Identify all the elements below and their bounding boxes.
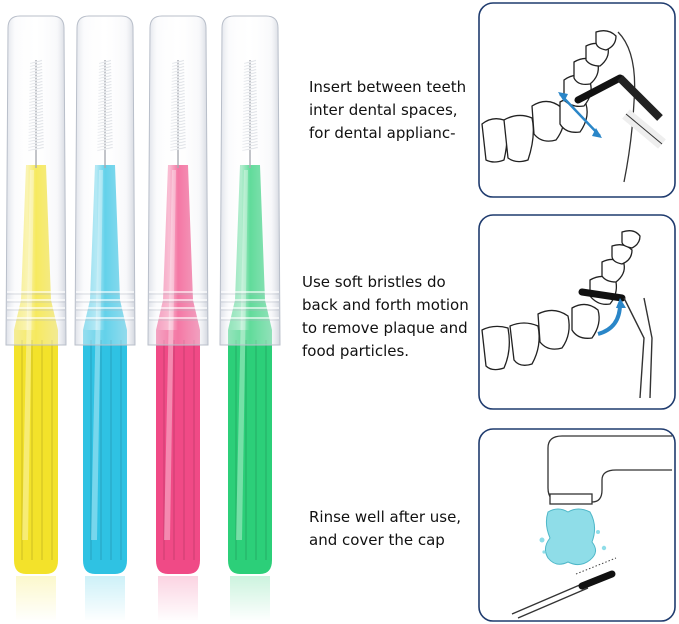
yellow-brush [5, 15, 67, 622]
pink-brush [147, 15, 209, 622]
teeth-brushing-illustration [478, 214, 676, 410]
blue-brush [74, 15, 136, 622]
step-3-text: Rinse well after use, and cover the cap [309, 508, 462, 549]
step-2-text: Use soft bristles do back and forth moti… [302, 273, 469, 360]
step-1-text: Insert between teeth inter dental spaces… [309, 78, 467, 142]
green-brush [219, 15, 281, 622]
faucet-rinse-illustration [478, 428, 676, 622]
brush-set [5, 15, 281, 622]
teeth-insert-illustration [478, 2, 676, 198]
